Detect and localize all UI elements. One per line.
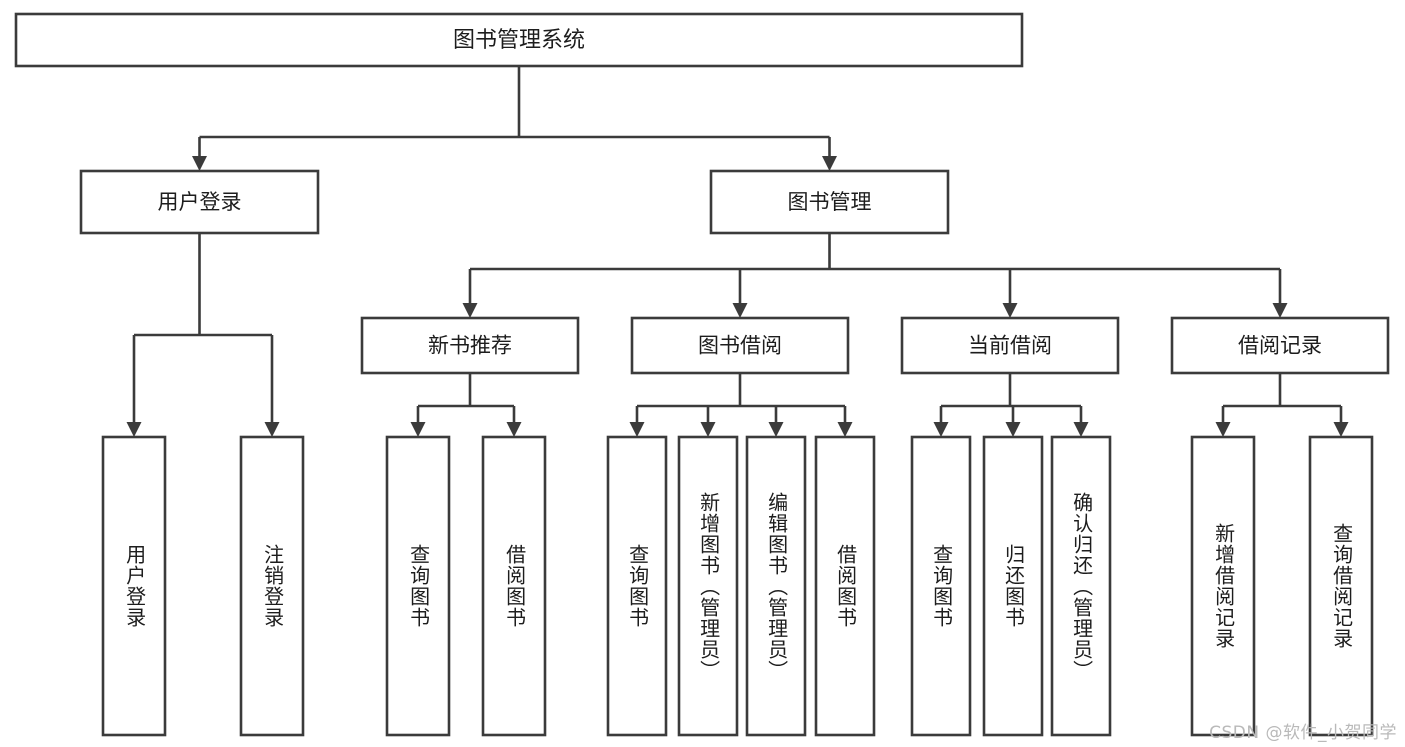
node-label-user-login: 用户登录	[158, 190, 242, 214]
node-box-query-book-2[interactable]	[606, 435, 668, 737]
node-box-borrow-record[interactable]	[1170, 316, 1390, 375]
arrow-head	[822, 156, 837, 171]
arrow-head	[1002, 303, 1018, 318]
node-label-new-book-recommend: 新书推荐	[428, 334, 512, 358]
node-label-current-borrow: 当前借阅	[968, 334, 1052, 358]
arrow-head	[1073, 422, 1089, 437]
arrow-head	[192, 156, 207, 171]
arrow-head	[768, 422, 784, 437]
node-box-query-book-3[interactable]	[910, 435, 972, 737]
arrow-head	[410, 422, 426, 437]
node-box-confirm-return-admin[interactable]	[1050, 435, 1112, 737]
node-box-user-logout-leaf[interactable]	[239, 435, 305, 737]
arrow-head	[1272, 303, 1288, 318]
arrow-head	[1005, 422, 1021, 437]
node-box-new-book-recommend[interactable]	[360, 316, 580, 375]
node-box-current-borrow[interactable]	[900, 316, 1120, 375]
node-box-borrow-book-1[interactable]	[481, 435, 547, 737]
boxes-layer	[14, 12, 1390, 737]
node-box-book-borrow[interactable]	[630, 316, 850, 375]
node-box-user-login-leaf[interactable]	[101, 435, 167, 737]
node-box-query-book-1[interactable]	[385, 435, 451, 737]
node-box-edit-book-admin[interactable]	[745, 435, 807, 737]
node-label-borrow-record: 借阅记录	[1238, 334, 1322, 358]
node-box-return-book[interactable]	[982, 435, 1044, 737]
arrow-head	[1333, 422, 1349, 437]
node-box-book-manage[interactable]	[709, 169, 950, 235]
arrow-head	[732, 303, 748, 318]
arrow-head	[629, 422, 645, 437]
arrow-head	[264, 422, 280, 437]
node-label-book-borrow: 图书借阅	[698, 334, 782, 358]
arrow-head	[700, 422, 716, 437]
arrow-head	[126, 422, 142, 437]
node-box-borrow-book-2[interactable]	[814, 435, 876, 737]
node-box-add-book-admin[interactable]	[677, 435, 739, 737]
arrow-head	[933, 422, 949, 437]
node-label-book-manage: 图书管理	[788, 190, 872, 214]
arrow-head	[462, 303, 478, 318]
watermark: CSDN @软件_小贺同学	[1209, 723, 1397, 743]
node-box-query-borrow-record[interactable]	[1308, 435, 1374, 737]
arrow-head	[506, 422, 522, 437]
connectors-layer	[126, 66, 1349, 437]
node-box-add-borrow-record[interactable]	[1190, 435, 1256, 737]
arrow-head	[837, 422, 853, 437]
node-box-root[interactable]	[14, 12, 1024, 68]
arrow-head	[1215, 422, 1231, 437]
node-box-user-login[interactable]	[79, 169, 320, 235]
node-label-root: 图书管理系统	[453, 28, 585, 53]
